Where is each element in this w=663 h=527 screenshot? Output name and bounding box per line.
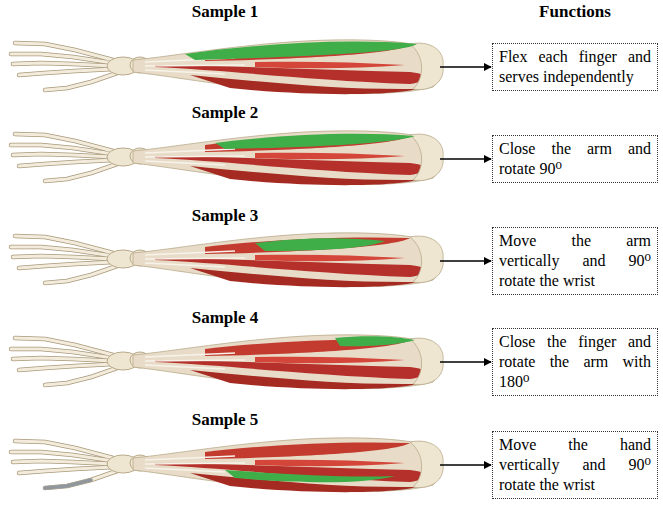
arrow-connector [440, 464, 491, 466]
sample-panel: Sample 4 [10, 308, 440, 398]
sample-panel: Sample 2 [10, 103, 440, 193]
function-text: Move the hand vertically and 90⁰ rotate … [499, 435, 651, 495]
sample-panel: Sample 5 [10, 410, 440, 502]
function-text: Flex each finger and serves independentl… [499, 47, 651, 87]
sample-heading: Sample 1 [189, 2, 262, 22]
function-box: Flex each finger and serves independentl… [492, 43, 658, 91]
function-text: Close the arm and rotate 90⁰ [499, 139, 651, 179]
function-box: Move the hand vertically and 90⁰ rotate … [492, 431, 658, 499]
function-box: Move the arm vertically and 90⁰ rotate t… [492, 227, 658, 295]
sample-panel: Sample 3 [10, 206, 440, 296]
column-heading: Functions [539, 2, 611, 22]
arrow-connector [440, 158, 491, 160]
sample-heading: Sample 5 [189, 410, 262, 430]
sample-heading: Sample 3 [189, 206, 262, 226]
function-box: Close the finger and rotate the arm with… [492, 328, 658, 396]
sample-panel: Sample 1 [10, 2, 440, 100]
arrow-connector [440, 361, 491, 363]
sample-heading: Sample 4 [189, 308, 262, 328]
function-text: Move the arm vertically and 90⁰ rotate t… [499, 231, 651, 291]
function-box: Close the arm and rotate 90⁰ [492, 135, 658, 183]
function-text: Close the finger and rotate the arm with… [499, 332, 651, 392]
arrow-connector [440, 66, 491, 68]
arrow-connector [440, 260, 491, 262]
sample-heading: Sample 2 [189, 103, 262, 123]
